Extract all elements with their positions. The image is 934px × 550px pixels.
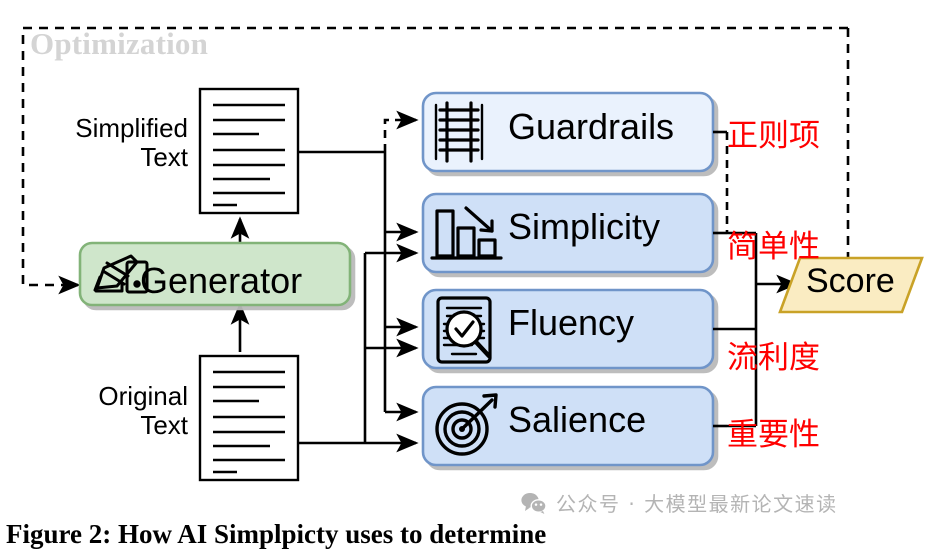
score-box[interactable]	[778, 256, 924, 314]
guardrails-annotation-zh: 正则项	[727, 118, 820, 153]
optimization-loop-label: Optimization	[30, 26, 209, 61]
simplicity-annotation-zh: 简单性	[727, 229, 820, 264]
simplified-text-label: Simplified Text	[75, 113, 188, 173]
salience-label: Salience	[508, 399, 647, 440]
original-text-bus	[298, 243, 419, 453]
fluency-box[interactable]	[421, 288, 715, 370]
optimization-loop	[21, 26, 850, 295]
simplified-text-bus	[298, 150, 419, 422]
guardrails-label: Guardrails	[508, 106, 675, 147]
fluency-annotation-zh: 流利度	[727, 340, 820, 375]
wechat-icon	[521, 492, 547, 514]
original-text-label: Original Text	[98, 381, 188, 441]
watermark-text: 公众号 · 大模型最新论文速读	[556, 492, 838, 516]
generator-box[interactable]	[78, 241, 352, 307]
document-check-magnifier-icon	[436, 296, 492, 364]
salience-annotation-zh: 重要性	[727, 417, 820, 452]
salience-box[interactable]	[421, 385, 715, 467]
simplicity-label: Simplicity	[508, 206, 661, 247]
figure-caption: Figure 2: How AI Simplpicty uses to dete…	[6, 519, 547, 549]
pencil-writing-icon	[93, 254, 149, 294]
simplified-text-document	[198, 87, 300, 215]
generator-label: Generator	[140, 260, 303, 301]
original-text-document	[198, 354, 300, 482]
target-arrow-icon	[435, 393, 498, 456]
critics-to-score-wires	[713, 130, 799, 428]
score-label: Score	[806, 262, 895, 300]
fluency-label: Fluency	[508, 302, 635, 343]
wechat-watermark: 公众号 · 大模型最新论文速读	[521, 488, 838, 517]
railroad-track-icon	[434, 101, 484, 163]
arrow-simplified-to-guardrails	[383, 110, 419, 152]
bar-chart-down-icon	[430, 206, 503, 260]
